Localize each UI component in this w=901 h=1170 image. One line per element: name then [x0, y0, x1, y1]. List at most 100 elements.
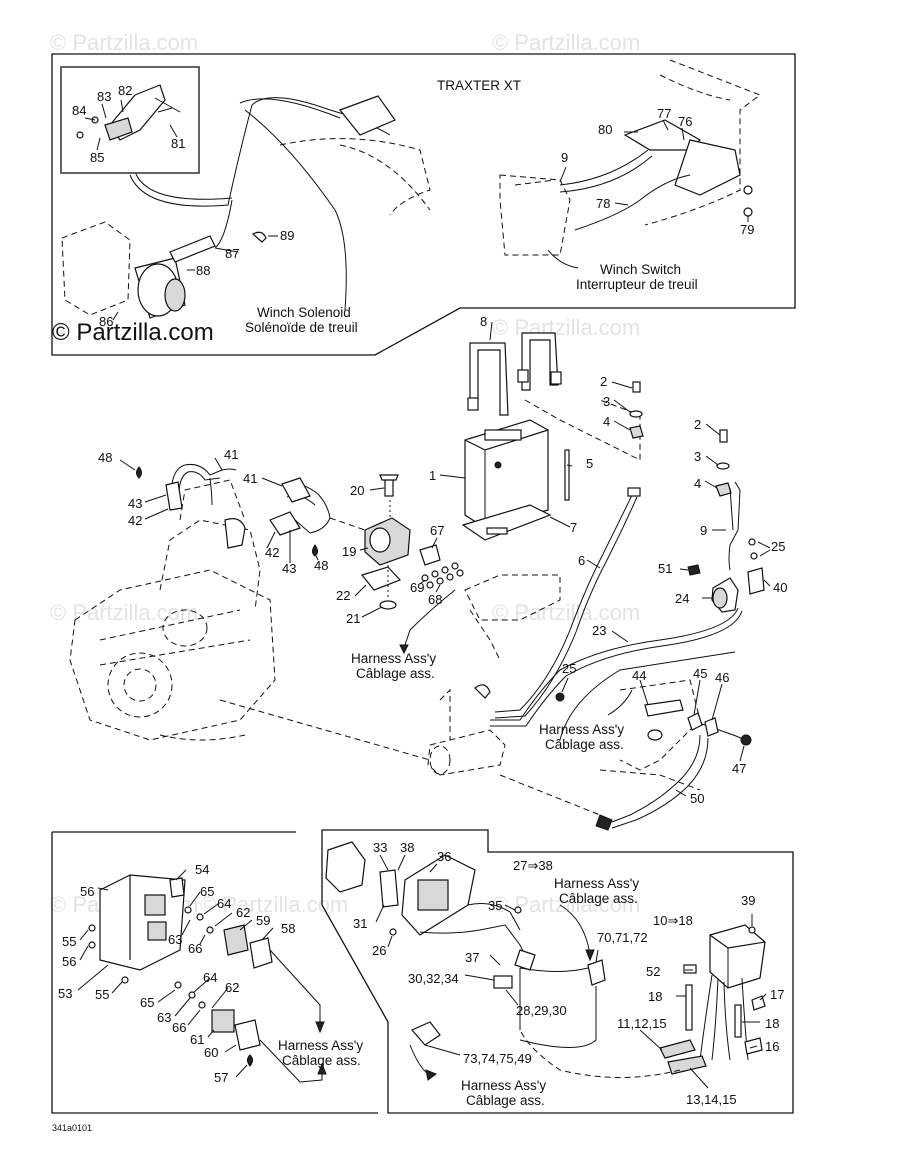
callout: 4 — [694, 476, 701, 491]
callout: 68 — [428, 592, 442, 607]
callout: 2 — [600, 374, 607, 389]
callout: 66 — [172, 1020, 186, 1035]
callout: 43 — [282, 561, 296, 576]
connector-parts — [419, 544, 464, 589]
callout: 55 — [95, 987, 109, 1002]
callout: 21 — [346, 611, 360, 626]
watermark: © Partzilla.com — [50, 30, 198, 55]
callout: 39 — [741, 893, 755, 908]
callout: 18 — [648, 989, 662, 1004]
callout: 37 — [465, 950, 479, 965]
callout: 86 — [99, 314, 113, 329]
callout: 66 — [188, 941, 202, 956]
ground-bracket — [599, 679, 719, 791]
cable-50 — [611, 734, 701, 823]
callout: 88 — [196, 263, 210, 278]
callout: 23 — [592, 623, 606, 638]
callout: 63 — [168, 932, 182, 947]
callout: 46 — [715, 670, 729, 685]
callout: 26 — [372, 943, 386, 958]
callout: 85 — [90, 150, 104, 165]
callout: 89 — [280, 228, 294, 243]
callout: 16 — [765, 1039, 779, 1054]
callout: 5 — [586, 456, 593, 471]
callout: 51 — [658, 561, 672, 576]
cable-9 — [728, 481, 741, 571]
callout: 50 — [690, 791, 704, 806]
watermark: © Partzilla.com — [50, 600, 198, 625]
callout: 87 — [225, 246, 239, 261]
callout: 6 — [578, 553, 585, 568]
callout: 25 — [771, 539, 785, 554]
callout: 3 — [603, 394, 610, 409]
harness-caption-fr: Câblage ass. — [466, 1093, 545, 1108]
engine-assembly — [69, 479, 276, 741]
callout: 52 — [646, 964, 660, 979]
winch-switch-assembly — [499, 59, 762, 269]
callout: 42 — [128, 513, 142, 528]
brand-watermark: © Partzilla.com — [52, 319, 214, 346]
harness-caption: Harness Ass'y — [554, 876, 639, 891]
cable-23 — [490, 607, 739, 721]
winch-solenoid — [61, 138, 431, 319]
callout: 41 — [243, 471, 257, 486]
callout: 62 — [236, 905, 250, 920]
callout: 27⇒38 — [513, 858, 553, 873]
callout: 70,71,72 — [597, 930, 648, 945]
callout: 47 — [732, 761, 746, 776]
callout: 24 — [675, 591, 689, 606]
callout: 64 — [217, 896, 231, 911]
callout: 38 — [400, 840, 414, 855]
callout: 40 — [773, 580, 787, 595]
callout: 20 — [350, 483, 364, 498]
callout: 28,29,30 — [516, 1003, 567, 1018]
callout: 53 — [58, 986, 72, 1001]
callout: 43 — [128, 496, 142, 511]
callout: 19 — [342, 544, 356, 559]
terminal-bolts — [629, 381, 732, 497]
callout: 65 — [200, 884, 214, 899]
callout: 44 — [632, 668, 646, 683]
callout: 35 — [488, 898, 502, 913]
harness-arrow-line — [403, 589, 456, 649]
callout: 77 — [657, 106, 671, 121]
watermark: © Partzilla.com — [200, 892, 348, 917]
callout-labels: 82 83 84 85 81 87 89 88 86 9 80 77 76 78… — [58, 83, 787, 1107]
callout: 76 — [678, 114, 692, 129]
callout: 62 — [225, 980, 239, 995]
callout: 10⇒18 — [653, 913, 693, 928]
callout: 83 — [97, 89, 111, 104]
winch-panel-frame — [51, 53, 796, 356]
harness-caption-fr: Câblage ass. — [559, 891, 638, 906]
callout: 41 — [224, 447, 238, 462]
callout: 69 — [410, 580, 424, 595]
callout: 48 — [314, 558, 328, 573]
callout: 4 — [603, 414, 610, 429]
gauge-harness-arrow — [269, 949, 321, 1028]
harness-caption: Harness Ass'y — [278, 1038, 363, 1053]
callout: 17 — [770, 987, 784, 1002]
callout: 48 — [98, 450, 112, 465]
winch-relay-block — [339, 95, 396, 136]
callout: 25 — [562, 661, 576, 676]
harness-caption-fr: Câblage ass. — [282, 1053, 361, 1068]
callout: 56 — [62, 954, 76, 969]
watermark: © Partzilla.com — [492, 600, 640, 625]
watermark: © Partzilla.com — [492, 315, 640, 340]
inset-frame — [60, 66, 200, 174]
harness-caption-fr: Câblage ass. — [545, 737, 624, 752]
callout: 11,12,15 — [617, 1016, 667, 1031]
callout: 42 — [265, 545, 279, 560]
callout: 1 — [429, 468, 436, 483]
starter-solenoid — [687, 564, 765, 613]
callout: 84 — [72, 103, 86, 118]
ignition-coil — [329, 474, 411, 610]
callout: 58 — [281, 921, 295, 936]
callout: 60 — [204, 1045, 218, 1060]
battery-assembly — [461, 332, 641, 661]
callout: 78 — [596, 196, 610, 211]
callout: 56 — [80, 884, 94, 899]
watermark: © Partzilla.com — [492, 30, 640, 55]
harness-caption: Harness Ass'y — [461, 1078, 546, 1093]
